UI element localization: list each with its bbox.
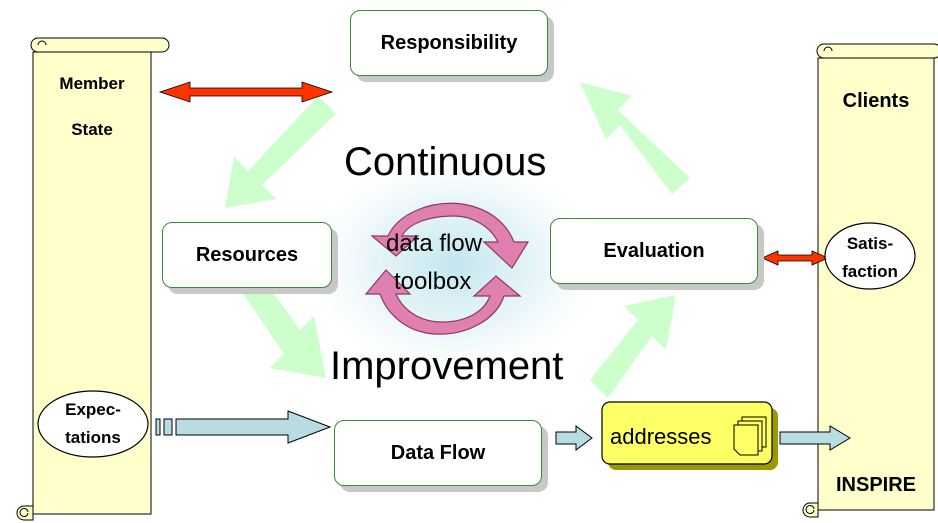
arrow-expectations-to-dataflow [175, 410, 332, 444]
improvement-label: Improvement [330, 344, 564, 388]
arrow-addresses-to-inspire [779, 425, 851, 451]
inspire-label: INSPIRE [835, 474, 917, 496]
document-stack-icon [733, 416, 767, 456]
responsibility-box: Responsibility [350, 10, 548, 76]
arrow-evaluation-to-responsibility [580, 82, 690, 194]
dash-1 [155, 418, 161, 436]
center-glow [295, 145, 615, 385]
arrow-dataflow-to-evaluation [590, 295, 676, 398]
resources-box: Resources [162, 222, 332, 288]
addresses-label: addresses [610, 424, 712, 449]
data-flow-cycle-label: data flow [386, 230, 483, 257]
green-cycle-arrows [225, 82, 690, 398]
data-flow-box: Data Flow [334, 420, 542, 486]
satisfaction-line1: Satis- [846, 234, 894, 253]
clients-label: Clients [842, 90, 910, 112]
satisfaction-line2: faction [842, 262, 898, 281]
cycle-arrows [364, 202, 530, 335]
arrow-dataflow-to-addresses [555, 425, 593, 451]
arrow-resources-to-dataflow [242, 274, 326, 378]
cycle-arrow-top [370, 202, 530, 269]
evaluation-box: Evaluation [550, 218, 758, 284]
arrow-member-responsibility [158, 81, 334, 103]
expectations-line1: Expec- [65, 400, 121, 419]
state-label: State [71, 120, 113, 139]
cycle-arrow-bottom [364, 269, 522, 335]
addresses-box [601, 401, 778, 470]
arrow-responsibility-to-resources [225, 96, 336, 208]
continuous-label: Continuous [344, 140, 547, 184]
dash-2 [163, 418, 173, 436]
member-label: Member [59, 74, 125, 93]
expectations-ellipse [37, 390, 149, 458]
satisfaction-ellipse [824, 222, 916, 290]
toolbox-label: toolbox [394, 268, 472, 295]
expectations-line2: tations [65, 428, 121, 447]
